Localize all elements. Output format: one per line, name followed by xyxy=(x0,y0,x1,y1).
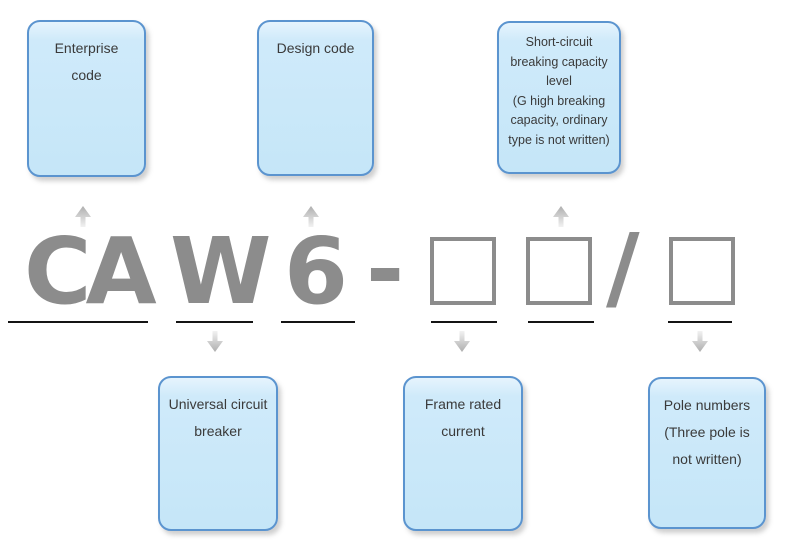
code-segment-enterprise-code: CA xyxy=(24,218,157,325)
underline-enterprise-code xyxy=(8,321,148,323)
underline-breaking-capacity xyxy=(528,321,594,323)
code-placeholder-square-frame-current xyxy=(430,237,496,305)
code-placeholder-square-pole-numbers xyxy=(669,237,735,305)
underline-frame-current xyxy=(431,321,497,323)
callout-pole-numbers: Pole numbers (Three pole is not written) xyxy=(648,377,766,529)
down-arrow-icon xyxy=(207,331,223,352)
callout-enterprise-code: Enterprise code xyxy=(27,20,146,177)
code-dash-separator: - xyxy=(366,216,405,323)
up-arrow-icon xyxy=(303,206,319,227)
code-segment-design-code: 6 xyxy=(284,218,349,325)
up-arrow-icon xyxy=(75,206,91,227)
callout-universal-circuit-breaker: Universal circuit breaker xyxy=(158,376,278,531)
underline-pole-numbers xyxy=(668,321,732,323)
down-arrow-icon xyxy=(454,331,470,352)
code-placeholder-square-breaking-capacity xyxy=(526,237,592,305)
up-arrow-icon xyxy=(553,206,569,227)
underline-design-code xyxy=(281,321,355,323)
callout-short-circuit-breaking-capacity: Short-circuit breaking capacity level (G… xyxy=(497,21,621,174)
callout-frame-rated-current: Frame rated current xyxy=(403,376,523,531)
callout-design-code: Design code xyxy=(257,20,374,176)
code-slash-separator: / xyxy=(606,214,640,321)
code-segment-breaker-type: W xyxy=(170,218,272,325)
down-arrow-icon xyxy=(692,331,708,352)
underline-breaker-type xyxy=(176,321,253,323)
